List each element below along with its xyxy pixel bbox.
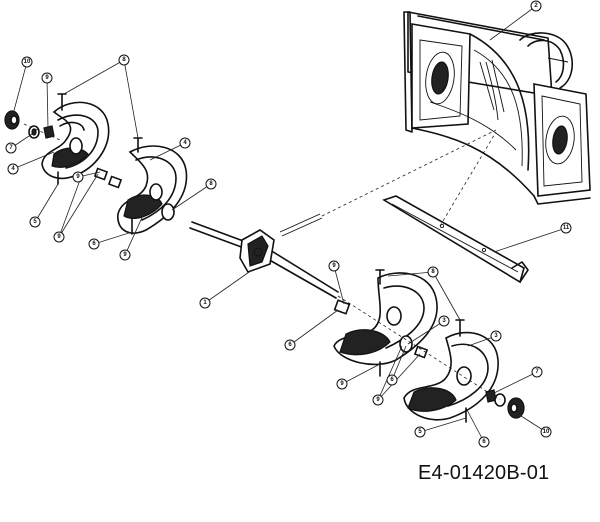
left-hardware	[4, 93, 175, 235]
svg-text:11: 11	[563, 225, 570, 231]
callout-9: 9	[119, 249, 131, 261]
svg-text:3: 3	[494, 333, 498, 339]
svg-text:4: 4	[183, 140, 187, 146]
svg-text:9: 9	[340, 381, 344, 387]
auger-housing	[403, 11, 591, 205]
left-auger-flight-outer	[41, 101, 110, 180]
scraper-bar	[382, 195, 529, 284]
svg-text:6: 6	[482, 439, 486, 445]
callout-8: 8	[118, 54, 130, 66]
svg-text:9: 9	[45, 75, 49, 81]
callout-11: 11	[560, 222, 572, 234]
callout-9: 9	[41, 72, 53, 84]
callout-9: 9	[336, 378, 348, 390]
callout-2: 2	[530, 0, 542, 12]
svg-text:5: 5	[418, 429, 422, 435]
callout-6: 6	[386, 374, 398, 386]
right-hardware	[333, 269, 525, 423]
callout-8: 8	[427, 266, 439, 278]
callout-9: 9	[372, 394, 384, 406]
svg-text:9: 9	[332, 263, 336, 269]
callout-6: 6	[88, 238, 100, 250]
auger-shaft	[189, 213, 339, 299]
svg-text:9: 9	[57, 234, 61, 240]
svg-text:1: 1	[203, 300, 207, 306]
callout-7: 7	[5, 142, 17, 154]
callout-9: 9	[72, 171, 84, 183]
callout-6: 6	[478, 436, 490, 448]
svg-text:8: 8	[431, 269, 435, 275]
callout-9: 9	[328, 260, 340, 272]
callout-10: 10	[21, 56, 33, 68]
svg-text:9: 9	[76, 174, 80, 180]
svg-text:7: 7	[535, 369, 539, 375]
svg-text:6: 6	[92, 241, 96, 247]
alignment-lines	[23, 123, 501, 401]
svg-text:2: 2	[534, 3, 538, 9]
svg-text:8: 8	[209, 181, 213, 187]
svg-text:3: 3	[442, 318, 446, 324]
svg-text:10: 10	[24, 59, 31, 65]
callout-9: 9	[53, 231, 65, 243]
right-auger-flight-outer	[403, 331, 499, 421]
svg-text:6: 6	[288, 342, 292, 348]
callout-1: 1	[199, 297, 211, 309]
callout-7: 7	[531, 366, 543, 378]
leader-lines	[10, 5, 567, 443]
callout-10: 10	[540, 426, 552, 438]
svg-text:10: 10	[543, 429, 550, 435]
svg-text:4: 4	[11, 166, 15, 172]
drawing-code: E4-01420B-01	[418, 462, 550, 484]
callout-6: 6	[284, 339, 296, 351]
callout-5: 5	[414, 426, 426, 438]
callout-8: 8	[205, 178, 217, 190]
callout-3: 3	[490, 330, 502, 342]
svg-text:8: 8	[122, 57, 126, 63]
callout-4: 4	[7, 163, 19, 175]
svg-text:5: 5	[33, 219, 37, 225]
svg-text:7: 7	[9, 145, 13, 151]
svg-text:9: 9	[123, 252, 127, 258]
callout-4: 4	[179, 137, 191, 149]
callout-5: 5	[29, 216, 41, 228]
svg-text:9: 9	[376, 397, 380, 403]
callout-3: 3	[438, 315, 450, 327]
svg-text:6: 6	[390, 377, 394, 383]
